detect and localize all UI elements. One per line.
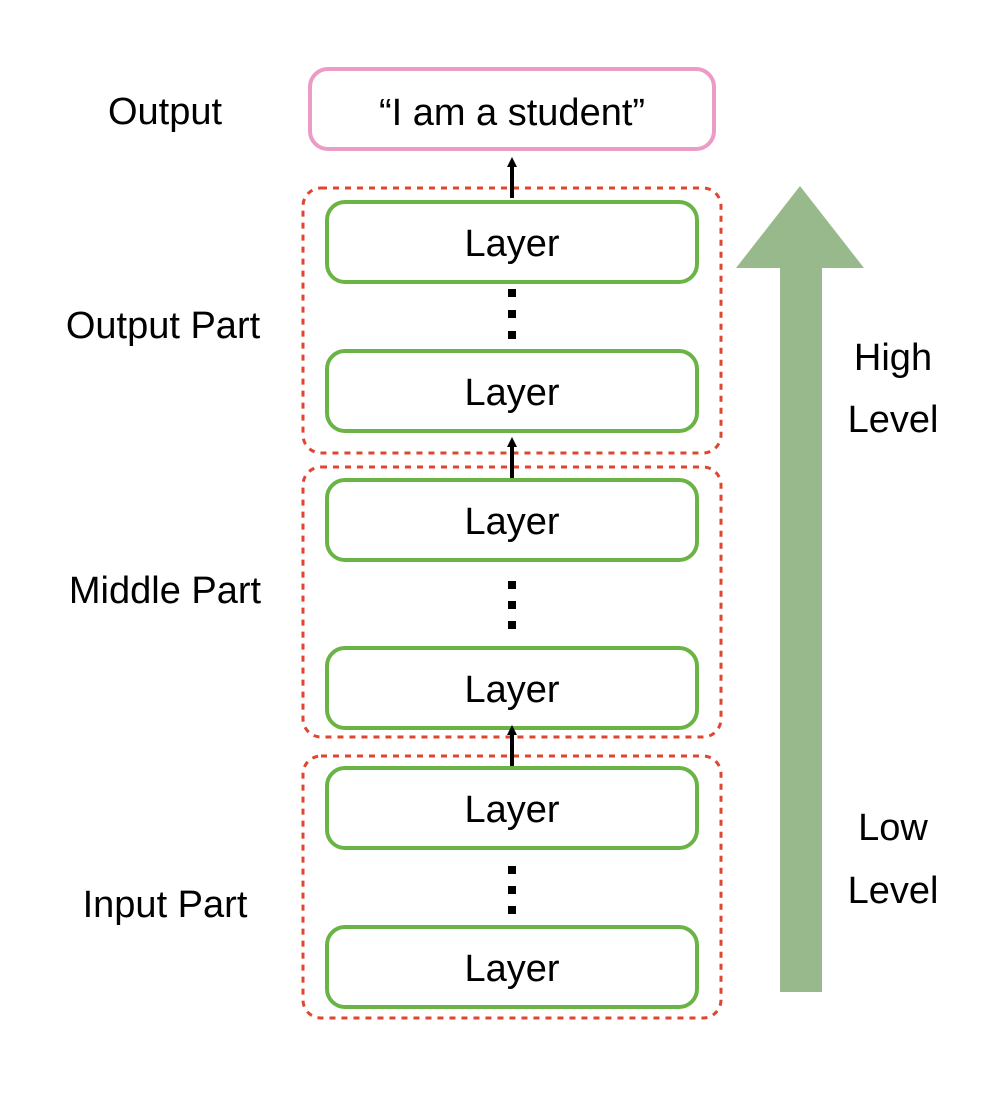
- high-level-label-line1: High: [854, 337, 932, 379]
- output-box: [308, 67, 716, 151]
- output-part-layer-bottom-label: Layer: [464, 372, 559, 414]
- middle-part-ellipsis: [508, 581, 516, 629]
- output-part-layer-top-label: Layer: [464, 223, 559, 265]
- middle-part-layer-bottom-label: Layer: [464, 669, 559, 711]
- high-level-label-line2: Level: [848, 399, 939, 441]
- output-label: Output: [108, 91, 223, 133]
- output-part-label: Output Part: [66, 305, 261, 347]
- output-part-ellipsis: [508, 289, 516, 339]
- output-part-layer-top: [325, 200, 699, 284]
- output-part-layer-bottom: [325, 349, 699, 433]
- input-part-layer-bottom: [325, 925, 699, 1009]
- middle-part-layer-top: [325, 478, 699, 562]
- low-level-label-line2: Level: [848, 870, 939, 912]
- output-text: “I am a student”: [379, 92, 645, 134]
- low-level-label-line1: Low: [858, 807, 928, 849]
- input-part-layer-bottom-label: Layer: [464, 948, 559, 990]
- input-part-layer-top: [325, 766, 699, 850]
- input-part-layer-top-label: Layer: [464, 789, 559, 831]
- middle-part-label: Middle Part: [69, 570, 262, 612]
- input-part-ellipsis: [508, 866, 516, 914]
- output-part-group: [301, 186, 723, 455]
- middle-part-layer-top-label: Layer: [464, 501, 559, 543]
- input-part-group: [301, 754, 723, 1020]
- input-part-label: Input Part: [83, 884, 248, 926]
- level-arrow-icon: [736, 186, 864, 992]
